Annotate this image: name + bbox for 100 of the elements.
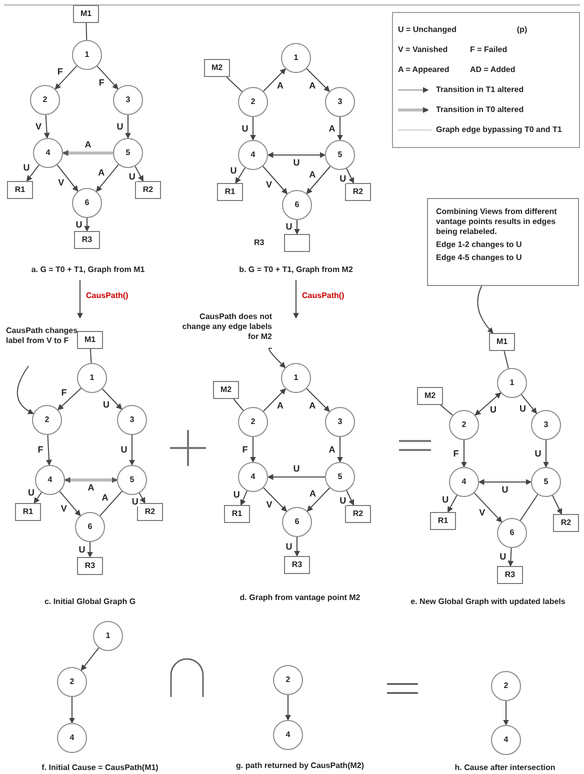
edge-label: F (98, 78, 106, 88)
legend-text: Transition in T1 altered (436, 86, 524, 94)
edge-label: U (284, 542, 294, 551)
arrow (125, 114, 131, 139)
arrow (543, 440, 549, 468)
legend-text: V = Vanished (398, 46, 448, 54)
arrow (478, 479, 532, 485)
endpoint-box: M1 (77, 331, 103, 349)
endpoint-box: R2 (135, 181, 161, 199)
edge-label: A (276, 401, 284, 410)
arrow (267, 152, 326, 158)
endpoint-box: M2 (417, 387, 443, 405)
arrow (87, 542, 93, 558)
arrow (134, 166, 144, 182)
arrow (235, 167, 246, 184)
empty-box (284, 234, 310, 252)
edge-label: A (276, 81, 284, 90)
arrow (294, 536, 300, 557)
arrow (96, 164, 119, 192)
arrow (552, 494, 562, 515)
annotation-text: CausPath does not change any edge labels for M2 (180, 312, 272, 342)
arrow (57, 388, 82, 410)
edge-label: A (308, 81, 317, 90)
arrow (240, 490, 248, 506)
edge-label: U (534, 449, 542, 458)
edge-label: F (36, 446, 44, 455)
arrow (337, 116, 343, 141)
edge-label: A (86, 484, 96, 492)
endpoint-box: R1 (15, 503, 41, 521)
arrow (267, 474, 326, 480)
endpoint-box: R1 (217, 183, 243, 201)
arrow (84, 218, 90, 232)
endpoint-box: R3 (74, 231, 100, 249)
edge-label: U (232, 490, 241, 500)
edge-label: A (100, 494, 110, 503)
arrow (262, 166, 288, 194)
legend-text: Transition in T0 altered (436, 106, 524, 114)
arrow (62, 150, 113, 156)
edge-label: F (60, 388, 68, 398)
arrow (474, 392, 502, 416)
arrow (54, 65, 78, 90)
arrow (26, 164, 40, 182)
endpoint-box: M1 (489, 333, 515, 351)
arrow (250, 116, 256, 141)
arrow (306, 487, 330, 512)
edge-label: A (84, 140, 92, 150)
endpoint-box: M2 (204, 59, 230, 77)
annotation-text: CausPath changes label from V to F (6, 326, 80, 346)
edge-label: V (264, 180, 273, 190)
edge-label: V (34, 122, 42, 132)
arrow (34, 492, 42, 504)
figure-caption: h. Cause after intersection (454, 764, 556, 772)
legend-text: (p) (516, 26, 528, 34)
edge-label: A (328, 124, 336, 133)
arrow (346, 490, 354, 506)
edge-label: V (60, 504, 68, 514)
figure-caption: b. G = T0 + T1, Graph from M2 (239, 266, 353, 274)
edge-label: V (265, 500, 274, 510)
edge-label: V (57, 178, 66, 188)
figure-caption: e. New Global Graph with updated labels (410, 598, 566, 606)
arrow (138, 492, 146, 504)
endpoint-box: R2 (345, 183, 371, 201)
edge-label: U (27, 488, 36, 498)
edge-label: U (518, 404, 528, 414)
edge-label: U (500, 486, 510, 494)
endpoint-box: R1 (7, 181, 33, 199)
leader-line (16, 366, 34, 414)
arrow (508, 547, 514, 567)
leader-line (477, 286, 494, 334)
endpoint-box: R2 (345, 505, 371, 523)
endpoint-box: M1 (73, 5, 99, 23)
edge-label: U (116, 122, 124, 131)
edge-label: U (292, 464, 301, 474)
edge-label: U (130, 497, 140, 506)
arrow (306, 68, 330, 92)
endpoint-box: R3 (77, 557, 103, 575)
endpoint-box: R3 (284, 556, 310, 574)
arrow (102, 388, 122, 410)
edge-label: F (452, 449, 460, 458)
endpoint-box: R2 (137, 503, 163, 521)
arrow (294, 220, 300, 235)
legend-text: U = Unchanged (398, 26, 456, 34)
arrow (250, 436, 256, 463)
arrow (447, 494, 458, 513)
arrow (461, 440, 467, 468)
figure-caption: a. G = T0 + T1, Graph from M1 (31, 266, 145, 274)
edge-label: U (338, 496, 348, 506)
note-box (427, 198, 579, 286)
edge-label: A (308, 401, 317, 410)
note-text: Edge 1-2 changes to U (436, 240, 523, 250)
endpoint-box: R1 (224, 505, 250, 523)
endpoint-box: R3 (497, 566, 523, 584)
arrow (306, 166, 331, 194)
edge-label: U (292, 158, 301, 168)
edge-label: A (308, 489, 317, 498)
arrow (46, 434, 52, 466)
figure-caption: f. Initial Cause = CausPath(M1) (42, 764, 158, 772)
edge-label: U (102, 400, 110, 410)
note-text: Combining Views from different vantage points results in edges being relabeled. (436, 207, 558, 237)
arrow (80, 647, 100, 671)
